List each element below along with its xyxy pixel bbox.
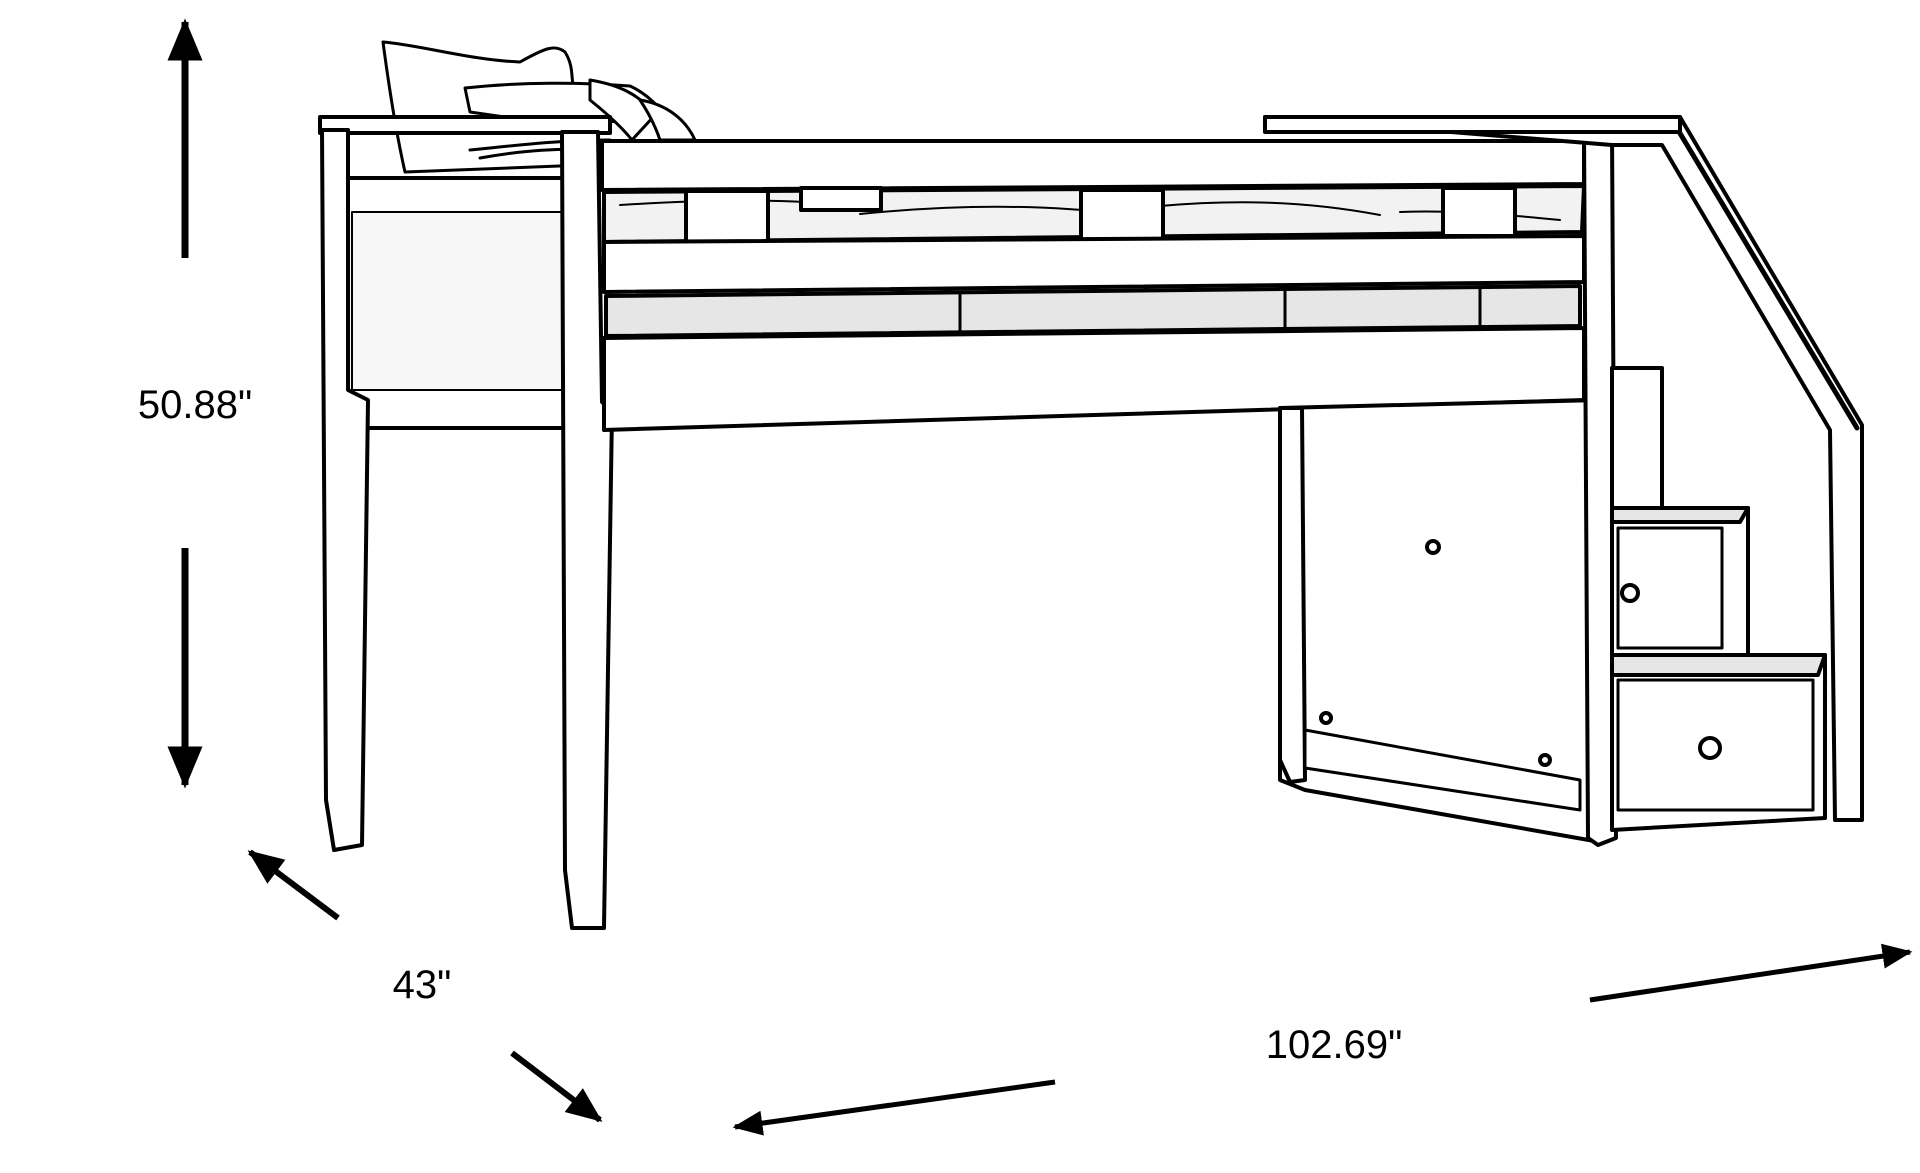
depth-arrow-lower <box>510 1050 603 1123</box>
mattress-side <box>604 284 1582 338</box>
slat-2 <box>799 186 883 212</box>
right-end-top-rail <box>1263 115 1682 134</box>
slat-3 <box>1079 188 1165 244</box>
stair-side-panel <box>1263 115 1864 822</box>
middle-rail <box>602 234 1586 294</box>
stair-step-tread-lower <box>1610 653 1827 677</box>
width-dimension: 102.69" <box>732 943 1913 1136</box>
cabinet-kick-rail <box>1303 728 1582 812</box>
left-back-post <box>320 128 370 852</box>
main-rails <box>600 139 1586 432</box>
left-top-rail <box>318 115 612 135</box>
loft-bed-drawing <box>318 40 1864 930</box>
top-guard-rail <box>600 139 1586 192</box>
width-arrow-right <box>1589 943 1913 1003</box>
left-front-post <box>560 130 614 930</box>
left-end-inner-panel <box>351 211 565 391</box>
height-dimension: 50.88" <box>138 18 252 789</box>
depth-arrow-upper <box>247 849 340 921</box>
cabinet-knob-3 <box>1538 753 1552 767</box>
width-label: 102.69" <box>1266 1023 1403 1067</box>
depth-dimension: 43" <box>247 849 603 1123</box>
stair-drawer-knob-middle <box>1620 583 1640 603</box>
storage-cabinet <box>1278 398 1602 844</box>
stair-step-tread-middle <box>1610 506 1750 524</box>
staircase-end <box>1263 115 1864 847</box>
depth-label: 43" <box>393 963 452 1007</box>
width-arrow-left <box>732 1079 1056 1136</box>
stair-step-upper <box>1610 366 1664 510</box>
height-label: 50.88" <box>138 383 252 427</box>
stair-drawer-knob-lower <box>1698 736 1722 760</box>
slat-1 <box>684 189 770 245</box>
slat-4 <box>1441 186 1517 238</box>
pillows <box>381 40 697 174</box>
cabinet-knob-1 <box>1425 539 1441 555</box>
cabinet-knob-2 <box>1319 711 1333 725</box>
cabinet-front-post <box>1278 406 1307 784</box>
left-end-frame <box>318 115 614 930</box>
stair-handrail-slope <box>1669 117 1860 431</box>
